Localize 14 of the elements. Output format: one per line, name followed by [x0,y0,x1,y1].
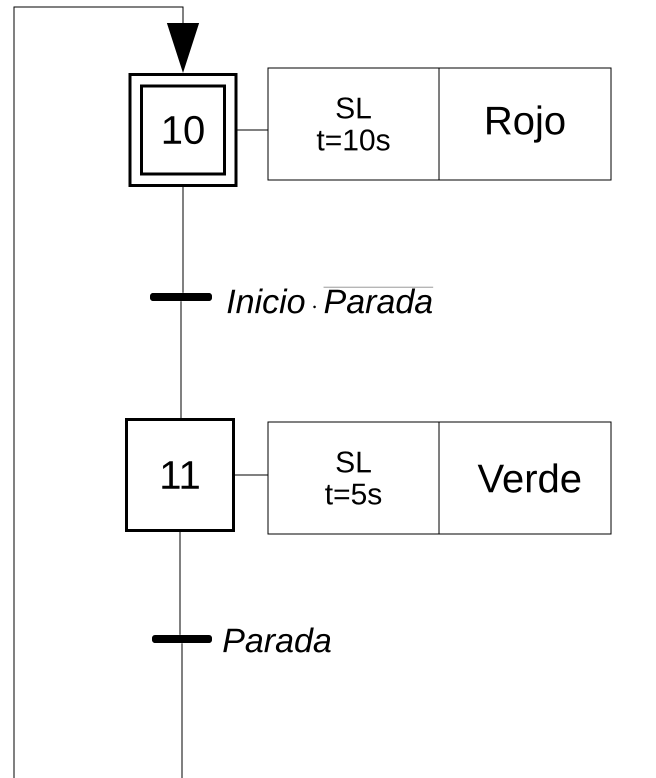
initial-step-box: 10 [128,73,238,187]
connector-line [234,474,268,476]
action-box: Rojo [438,68,612,180]
action-box: SL t=10s [268,68,440,180]
action-box: Verde [438,422,612,534]
transition-bar [150,293,212,301]
transition-condition: $\mathit{Inicio}\cdot\overline{\mathit{Parada}}$ [228,287,434,314]
action-box: SL t=5s [268,422,440,534]
transition-condition: $\mathit{Parada}$ [223,628,331,652]
transition-bar [152,635,212,643]
connector-line [180,300,182,418]
arrow [14,6,200,778]
connector-line [182,186,184,294]
step-box: 11 [125,418,235,532]
